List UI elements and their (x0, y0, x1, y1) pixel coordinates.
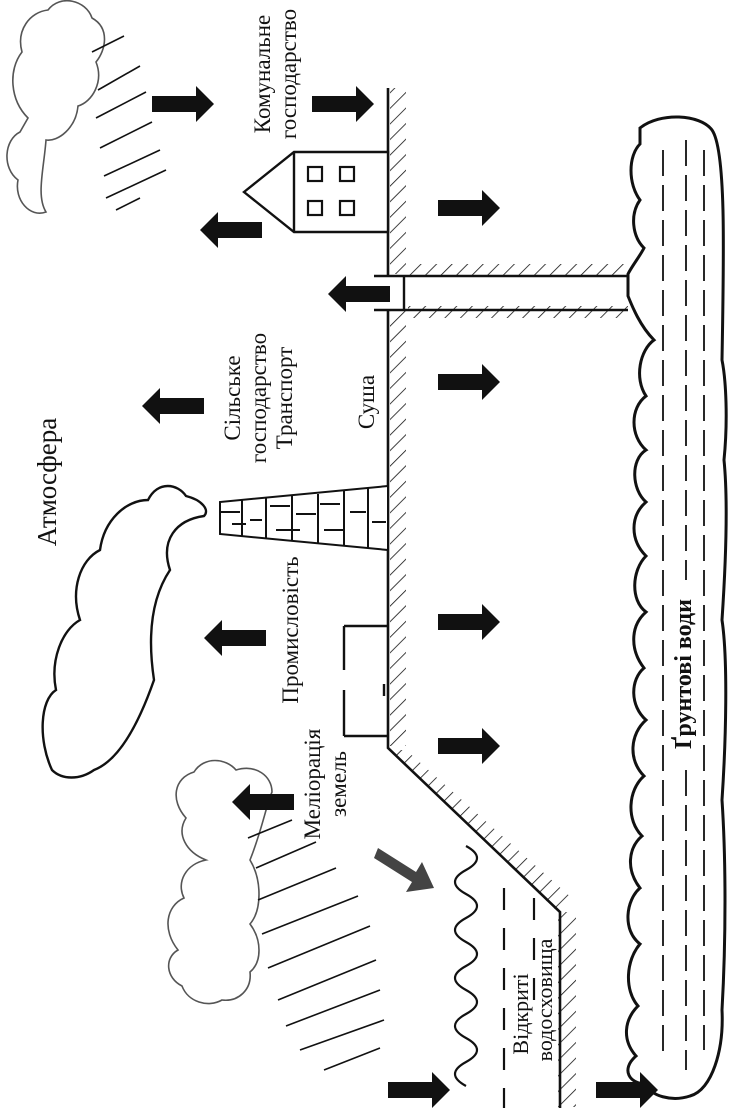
label-agriculture: Сільське (220, 355, 245, 440)
label-utilities: Комунальне (250, 15, 275, 134)
well-icon (374, 276, 628, 310)
label-groundwater: Ґрунтові води (671, 599, 697, 749)
label-reservoirs: водосховища (532, 938, 557, 1061)
label-melioration: Меліорація (300, 728, 325, 839)
label-atmosphere: Атмосфера (32, 418, 62, 547)
arrow-icon (374, 848, 434, 892)
label-industry: Промисловість (278, 556, 303, 703)
industry-building (344, 626, 388, 736)
label-transport: Транспорт (272, 347, 297, 449)
label-melioration: земель (326, 751, 351, 817)
house-icon (244, 152, 388, 232)
label-agriculture: господарство (246, 333, 271, 463)
reservoir-water-line (455, 846, 477, 1086)
tower-icon (220, 486, 388, 550)
rain-icon (92, 36, 166, 210)
label-land: Суша (354, 375, 379, 429)
cloud-icon (7, 1, 105, 213)
rain-icon (248, 820, 384, 1070)
label-utilities: господарство (276, 9, 301, 139)
cloud-icon (43, 486, 206, 778)
label-reservoirs: Відкриті (508, 973, 533, 1054)
